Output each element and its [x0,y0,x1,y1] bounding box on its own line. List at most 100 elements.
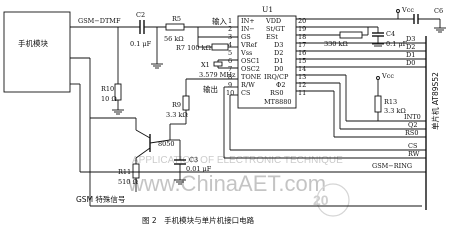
pin-number: 14 [298,65,306,73]
mcu-pin: Q2 [408,121,417,129]
pin-name: OSC2 [241,65,260,73]
q-part: 8050 [158,140,175,148]
pin-name: D1 [274,57,283,65]
pin-number: 3 [228,33,232,41]
mcu-pin: RW [408,150,420,158]
capacitor-c4: C4 0.1 μF [296,26,408,48]
mcu-block: 单片机 AT89S52 [425,36,440,210]
svg-text:20: 20 [313,192,329,208]
mcu-pin: CS [408,142,417,150]
mcu-pin: D1 [406,51,415,59]
gsm-dtmf-net: GSM−DTMF [70,17,140,28]
r13-value: 3.3 kΩ [384,107,406,115]
ground-symbol-left [151,27,163,69]
data-bus [296,42,426,68]
pin-name: CS [241,89,250,97]
crystal-x1: X1 3.579 MHz [199,59,238,79]
c3-ref: C3 [189,156,198,164]
watermark-line2: www.ChinaAET.com [127,171,326,196]
pin-name: Vss [240,49,252,57]
resistor-r7: R7 100 kΩ [176,37,238,52]
capacitor-c6: C6 [413,7,446,33]
mcu-pin: D0 [406,59,415,67]
pin-number: 7 [228,65,232,73]
phone-module-label: 手机模块 [18,38,48,48]
pin-name: TONE [241,73,261,81]
phone-module: 手机模块 [3,11,71,93]
pin-name: VDD [265,17,281,25]
ground-symbol-r10 [112,109,124,115]
watermark: APPLICATION OF ELECTRONIC TECHNIQUE www.… [127,155,350,217]
pin-number: 9 [228,81,232,89]
r12-value: 330 kΩ [324,40,348,48]
pin-number: 1 [228,17,232,25]
pin-name: IN− [241,25,255,33]
pin-name: ESt [266,33,278,41]
resistor-r5: R5 56 kΩ [164,15,185,43]
r10-value: 10 Ω [101,95,117,103]
r10-ref: R10 [101,85,114,93]
pin-name: R/W [241,81,255,89]
gsm-signal-label: GSM 特殊信号 [76,194,125,204]
c4-ref: C4 [386,30,395,38]
pin-number: 6 [228,57,232,65]
gsm-ring-net: GSM−RING [70,83,426,173]
vcc-rail-top: Vcc [296,6,414,20]
ic-right-pins: VDD 20 St/GT 19 ESt 18 D3 17 D2 16 D1 15… [264,17,306,97]
r5-ref: R5 [172,15,181,23]
pin-number: 17 [298,41,306,49]
control-lines [223,74,426,159]
pin-number: 20 [298,17,306,25]
ground-symbol-c3 [174,179,186,185]
mcu-label: 单片机 AT89S52 [430,72,440,130]
c3-value: 0.01 μF [186,165,212,173]
pin-name: VRef [240,41,257,49]
pin-number: 19 [298,25,306,33]
gsm-ring-label: GSM−RING [372,162,412,170]
c4-value: 0.1 μF [386,40,408,48]
ic-left-pins: 1 IN+ 2 IN− 3 GS 4 VRef 5 Vss 6 OSC1 7 O… [226,17,261,97]
mcu-pin-labels: D3 D2 D1 D0 INT0 Q2 RS0 CS RW [404,35,421,158]
capacitor-c2: C2 0.1 μF [130,11,152,48]
resistor-r9: R9 3.3 kΩ [166,95,190,140]
mcu-pin: D2 [406,43,415,51]
pin-number: 18 [298,33,306,41]
c2-value: 0.1 μF [130,40,152,48]
r11-value: 510 Ω [118,178,138,186]
vcc-top-label: Vcc [401,6,414,14]
pin-number: 2 [228,25,232,33]
r9-value: 3.3 kΩ [166,111,188,119]
pin-name: OSC1 [241,57,260,65]
vcc-r13-label: Vcc [381,72,394,80]
c2-ref: C2 [136,11,145,19]
pin-number: 12 [298,81,306,89]
pin-number: 8 [228,73,232,81]
pin-name: GS [241,33,251,41]
pin-name: D0 [274,65,283,73]
figure-caption: 图 2 手机模块与单片机接口电路 [142,215,255,225]
pin-name: D2 [274,49,283,57]
c6-ref: C6 [434,7,443,15]
pin-number: 4 [228,41,232,49]
pin-number: 16 [298,49,306,57]
pin-number: 13 [298,73,306,81]
pin-name: IN+ [241,17,255,25]
mcu-pin: D3 [406,35,415,43]
pin-name: Φ2 [276,81,285,89]
pin-number: 15 [298,57,306,65]
pin-number: 10 [226,89,234,97]
r9-ref: R9 [172,101,181,109]
pin-name: IRQ/CP [264,73,289,81]
ic-part: MT8880 [264,98,292,106]
ic-mt8880: U1 MT8880 1 IN+ 2 IN− 3 GS 4 VRef 5 Vss … [226,5,306,109]
output-label: 输出 [203,84,218,94]
gsm-dtmf-label: GSM−DTMF [78,17,121,25]
ground-symbol-c4 [372,43,384,47]
mcu-pin: INT0 [404,113,421,121]
x1-ref: X1 [201,61,210,69]
r5-value: 56 kΩ [164,35,184,43]
r7-value: R7 100 kΩ [176,44,211,52]
ic-ref: U1 [262,5,273,14]
x1-value: 3.579 MHz [199,71,236,79]
mcu-pin: RS0 [405,129,418,137]
